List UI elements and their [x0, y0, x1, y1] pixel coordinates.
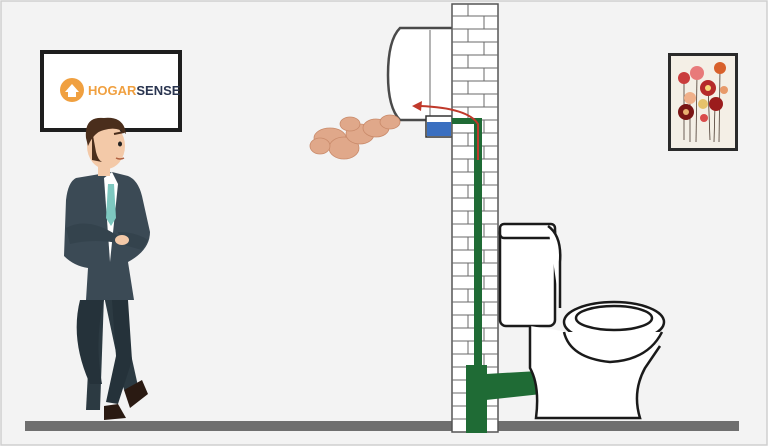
house-bell-icon — [60, 78, 84, 102]
airflow-arrow — [412, 101, 479, 160]
odor-cloud — [309, 114, 401, 160]
brand-name-part2: SENSE — [136, 83, 180, 98]
brand-name-part1: HOGAR — [88, 83, 137, 98]
flower-painting — [668, 53, 738, 151]
brand-logo-text: HOGARSENSE — [88, 83, 181, 98]
floor — [25, 421, 739, 431]
toilet — [498, 222, 666, 420]
businessman-character — [64, 117, 150, 420]
logo-screen: HOGARSENSE — [40, 50, 182, 132]
